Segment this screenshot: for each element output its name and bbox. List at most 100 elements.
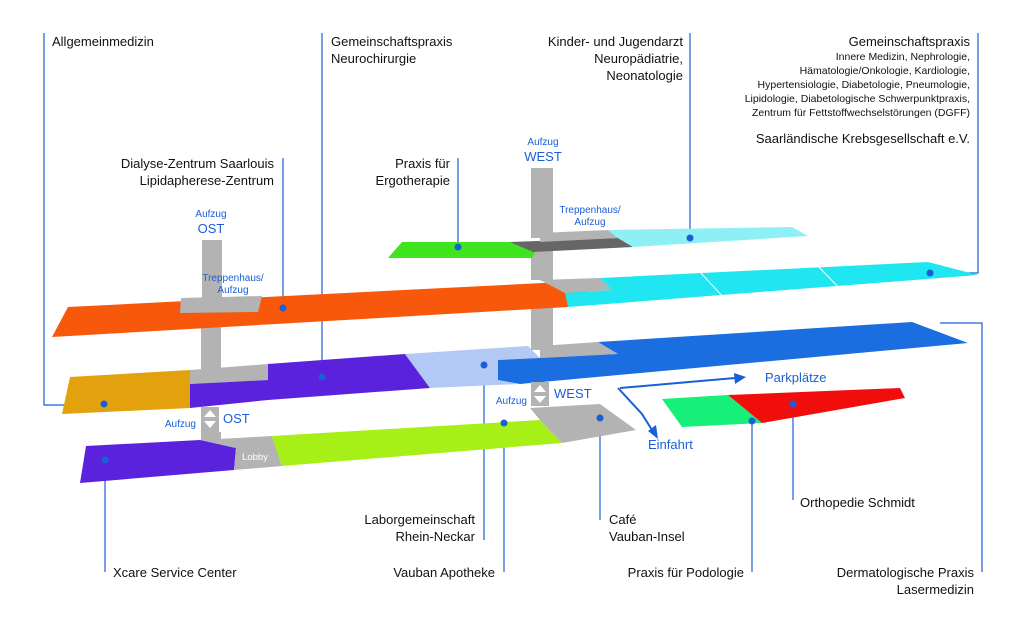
label-apotheke: Vauban Apotheke bbox=[393, 565, 495, 580]
floor-first bbox=[62, 322, 968, 414]
dot-innere bbox=[926, 269, 934, 277]
room-xcare bbox=[80, 440, 236, 483]
einfahrt-label: Einfahrt bbox=[648, 437, 693, 452]
elevator-ost-up-icon bbox=[204, 410, 216, 417]
label-dialyse-1: Dialyse-Zentrum Saarlouis bbox=[121, 156, 275, 171]
parkplaetze-label: Parkplätze bbox=[765, 370, 826, 385]
label-innere-line-4: Lipidologie, Diabetologische Schwerpunkt… bbox=[745, 93, 970, 105]
dot-apotheke bbox=[500, 419, 508, 427]
aufzug-ost-top-label: Aufzug bbox=[195, 209, 226, 220]
room-lobby bbox=[200, 436, 282, 470]
west-label: WEST bbox=[554, 386, 592, 401]
treppenhaus-west-label-2: Aufzug bbox=[574, 217, 605, 228]
aufzug-ost-label: Aufzug bbox=[165, 419, 196, 430]
label-innere-line-2: Hämatologie/Onkologie, Kardiologie, bbox=[800, 65, 970, 77]
label-dialyse-2: Lipidapherese-Zentrum bbox=[140, 173, 274, 188]
parkplaetze-arrow-line bbox=[619, 377, 736, 389]
dot-orthopedie bbox=[789, 400, 797, 408]
label-innere-line-1: Innere Medizin, Nephrologie, bbox=[836, 51, 970, 63]
shaft-ost-mid bbox=[201, 323, 221, 369]
label-labor-2: Rhein-Neckar bbox=[396, 529, 476, 544]
room-ergotherapie bbox=[388, 242, 540, 258]
driveway bbox=[617, 373, 746, 439]
label-allgemeinmedizin: Allgemeinmedizin bbox=[52, 34, 154, 49]
room-orthopedie bbox=[728, 388, 905, 423]
label-xcare: Xcare Service Center bbox=[113, 565, 237, 580]
room-apotheke bbox=[272, 420, 562, 466]
dot-allgemeinmedizin bbox=[100, 400, 108, 408]
label-krebs: Saarländische Krebsgesellschaft e.V. bbox=[756, 131, 970, 146]
building-labels: Aufzug WEST Treppenhaus/ Aufzug Aufzug O… bbox=[165, 137, 827, 452]
label-dermatologie-2: Lasermedizin bbox=[897, 582, 974, 597]
elevator-west-down-icon bbox=[534, 396, 546, 403]
label-innere-line-5: Zentrum für Fettstoffwechselstörungen (D… bbox=[752, 107, 970, 119]
shaft-west-low bbox=[531, 308, 553, 350]
dot-xcare bbox=[101, 456, 109, 464]
stairwell-west-1 bbox=[540, 342, 618, 358]
dot-kinderarzt bbox=[686, 234, 694, 242]
treppenhaus-west-label-1: Treppenhaus/ bbox=[559, 205, 621, 216]
tenant-labels: Allgemeinmedizin Gemeinschaftspraxis Neu… bbox=[52, 34, 974, 597]
aufzug-west-label: Aufzug bbox=[496, 396, 527, 407]
label-cafe-1: Café bbox=[609, 512, 636, 527]
floor-top bbox=[388, 227, 808, 258]
label-orthopedie: Orthopedie Schmidt bbox=[800, 495, 915, 510]
label-dermatologie-1: Dermatologische Praxis bbox=[837, 565, 975, 580]
elevator-icons bbox=[201, 382, 549, 432]
ost-label: OST bbox=[223, 411, 250, 426]
room-allgemeinmedizin bbox=[62, 370, 190, 414]
aufzug-west-top-label: Aufzug bbox=[527, 137, 558, 148]
room-kinderarzt bbox=[608, 227, 808, 247]
stairwell-west-top-step bbox=[540, 230, 618, 242]
elevator-ost-box bbox=[201, 407, 219, 432]
room-podologie bbox=[662, 395, 762, 427]
label-cafe-2: Vauban-Insel bbox=[609, 529, 685, 544]
shaft-west-top bbox=[531, 168, 553, 238]
ost-top-label: OST bbox=[198, 221, 225, 236]
label-neurochirurgie-2: Neurochirurgie bbox=[331, 51, 416, 66]
dot-labor bbox=[480, 361, 488, 369]
stairwell-west-2 bbox=[540, 278, 612, 293]
room-purple-small bbox=[190, 380, 268, 408]
label-neurochirurgie-1: Gemeinschaftspraxis bbox=[331, 34, 453, 49]
elevator-ost-down-icon bbox=[204, 421, 216, 428]
room-dialyse bbox=[52, 280, 602, 337]
label-ergotherapie-2: Ergotherapie bbox=[376, 173, 450, 188]
divider-innere-2 bbox=[817, 265, 843, 292]
dot-podologie bbox=[748, 417, 756, 425]
stairwell-ost-2 bbox=[180, 296, 262, 313]
label-labor-1: Laborgemeinschaft bbox=[364, 512, 475, 527]
dot-neurochirurgie bbox=[318, 373, 326, 381]
label-kinderarzt-1: Kinder- und Jugendarzt bbox=[548, 34, 684, 49]
connector-dots bbox=[100, 234, 934, 464]
parkplaetze-arrow-icon bbox=[734, 373, 746, 384]
line-allgemeinmedizin bbox=[43, 33, 104, 406]
floor-ground bbox=[80, 388, 905, 483]
label-kinderarzt-2: Neuropädiatrie, bbox=[594, 51, 683, 66]
room-cafe bbox=[530, 404, 636, 443]
room-innere bbox=[565, 262, 978, 307]
elevator-west-box bbox=[531, 382, 549, 406]
dot-ergotherapie bbox=[454, 243, 462, 251]
label-kinderarzt-3: Neonatologie bbox=[606, 68, 683, 83]
treppenhaus-ost-label-2: Aufzug bbox=[217, 285, 248, 296]
connector-lines bbox=[43, 33, 983, 572]
room-neurochirurgie bbox=[268, 354, 430, 400]
treppenhaus-ost-label-1: Treppenhaus/ bbox=[202, 273, 264, 284]
shaft-ost-top bbox=[202, 240, 222, 298]
lobby-label: Lobby bbox=[242, 452, 268, 463]
dot-dialyse bbox=[279, 304, 287, 312]
einfahrt-arrow-icon bbox=[648, 425, 658, 439]
floor-second bbox=[52, 262, 978, 337]
einfahrt-arrow-line bbox=[617, 387, 653, 431]
stairwell-ost-1 bbox=[190, 364, 268, 384]
west-top-label: WEST bbox=[524, 149, 562, 164]
label-podologie: Praxis für Podologie bbox=[628, 565, 744, 580]
divider-innere-1 bbox=[699, 271, 725, 299]
label-innere-line-3: Hypertensiologie, Diabetologie, Pneumolo… bbox=[758, 79, 970, 91]
dot-cafe bbox=[596, 414, 604, 422]
room-dermatologie bbox=[498, 322, 968, 384]
room-labor bbox=[405, 346, 540, 388]
